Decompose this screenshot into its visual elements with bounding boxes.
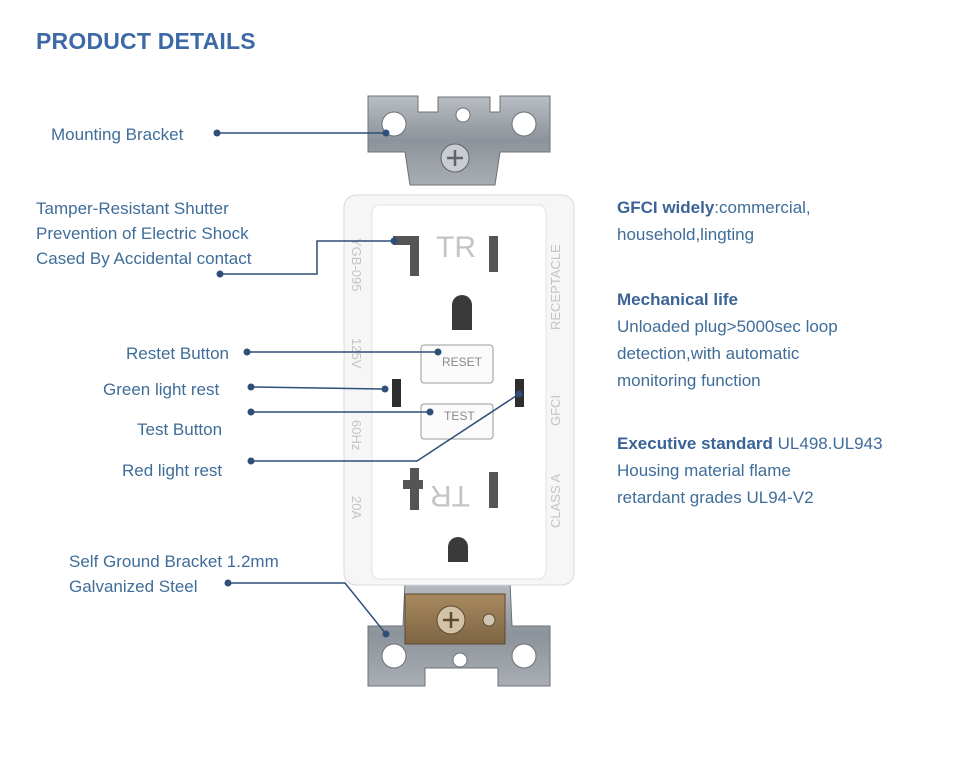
leader-shutter [220, 240, 394, 275]
spec-gfci-line2: household,lingting [617, 225, 755, 244]
label-ground-line1: Self Ground Bracket 1.2mm [69, 552, 279, 571]
volts-mark: 125V [349, 338, 364, 369]
spec-mechanical-line3: monitoring function [617, 371, 761, 390]
lower-outlet [403, 468, 498, 562]
label-shutter-line2: Prevention of Electric Shock [36, 224, 249, 243]
label-ground-line2: Galvanized Steel [69, 577, 198, 596]
label-mounting-bracket: Mounting Bracket [51, 125, 184, 144]
label-shutter-line1: Tamper-Resistant Shutter [36, 199, 229, 218]
tr-mark-top: TR [436, 231, 476, 264]
upper-outlet [393, 236, 498, 330]
label-shutter: Tamper-Resistant Shutter Prevention of E… [36, 196, 251, 271]
class-mark: CLASS A [548, 473, 563, 528]
reset-label: RESET [442, 355, 483, 369]
leader-red-light [251, 393, 520, 462]
spec-mechanical-line2: detection,with automatic [617, 344, 800, 363]
spec-standard-text: UL498.UL943 [772, 434, 883, 453]
label-ground-bracket: Self Ground Bracket 1.2mm Galvanized Ste… [69, 549, 279, 599]
receptacle-mark: RECEPTACLE [548, 244, 563, 330]
spec-standard-heading: Executive standard [617, 434, 773, 453]
model-mark: YGB-095 [349, 238, 364, 291]
leader-lines [217, 132, 520, 635]
spec-mechanical-heading: Mechanical life [617, 290, 738, 309]
page-title: PRODUCT DETAILS [36, 28, 256, 54]
leader-green-light [250, 386, 386, 390]
test-label: TEST [444, 409, 475, 423]
spec-gfci: GFCI widely:commercial, household,lingti… [617, 194, 811, 248]
gfci-mark: GFCI [548, 395, 563, 426]
label-green-light: Green light rest [103, 380, 220, 399]
hertz-mark: 60Hz [349, 420, 364, 450]
label-red-light: Red light rest [122, 461, 223, 480]
top-mounting-bracket [367, 95, 551, 186]
leader-dots [213, 129, 523, 638]
spec-gfci-text: :commercial, [714, 198, 811, 217]
leader-ground-bracket [228, 582, 387, 635]
spec-standard: Executive standard UL498.UL943 Housing m… [617, 430, 883, 511]
label-reset-button: Restet Button [126, 344, 230, 363]
tr-mark-bottom: TR [430, 479, 470, 512]
label-shutter-line3: Cased By Accidental contact [36, 249, 252, 268]
bottom-ground-bracket [367, 581, 551, 687]
label-test-button: Test Button [137, 420, 223, 439]
spec-mechanical: Mechanical life Unloaded plug>5000sec lo… [617, 286, 838, 394]
test-button[interactable] [420, 403, 494, 440]
green-light-indicator [392, 379, 401, 407]
spec-standard-line2: retardant grades UL94-V2 [617, 488, 814, 507]
spec-gfci-heading: GFCI widely [617, 198, 715, 217]
amps-mark: 20A [349, 496, 364, 519]
spec-mechanical-line1: Unloaded plug>5000sec loop [617, 317, 838, 336]
spec-standard-line1: Housing material flame [617, 461, 791, 480]
